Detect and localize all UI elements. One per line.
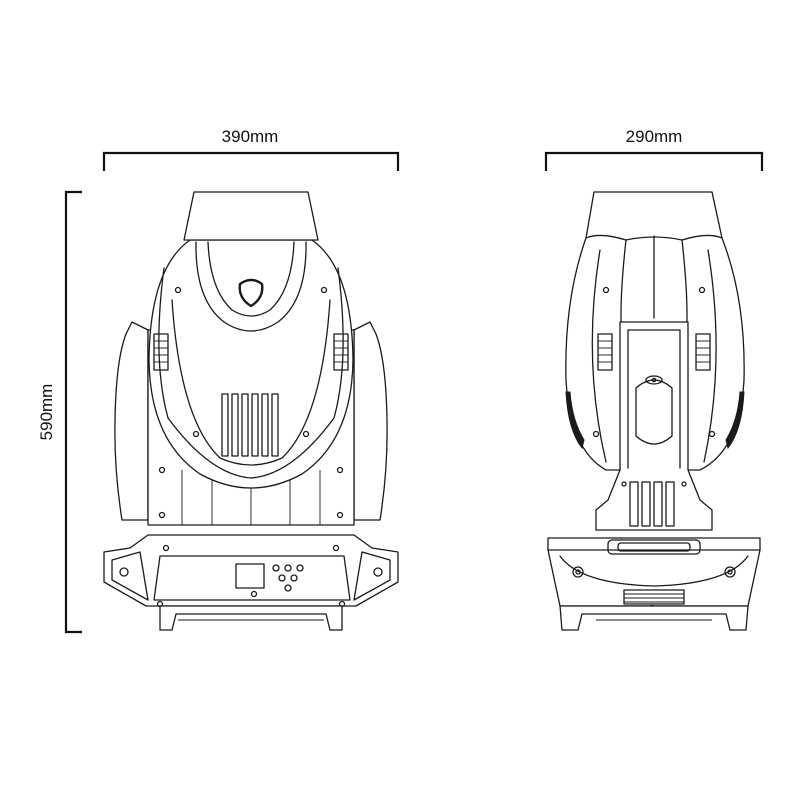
front-view xyxy=(103,191,399,631)
dimension-side-width: 290mm xyxy=(544,127,764,171)
side-view xyxy=(547,191,761,631)
control-display xyxy=(235,563,265,589)
front-side-vent-left xyxy=(153,333,169,371)
side-vent-left xyxy=(597,333,613,371)
front-width-label: 390mm xyxy=(222,127,279,146)
front-base xyxy=(103,534,399,631)
dimension-front-width: 390mm xyxy=(102,127,400,171)
control-buttons xyxy=(250,564,304,598)
dimension-height: 590mm xyxy=(37,190,82,634)
front-head xyxy=(148,191,354,489)
side-yoke-ribs xyxy=(629,481,675,527)
height-label: 590mm xyxy=(37,384,56,441)
front-side-vent-right xyxy=(333,333,349,371)
front-center-grille xyxy=(221,393,279,457)
side-yoke xyxy=(595,321,713,531)
side-base xyxy=(547,537,761,631)
side-vent-right xyxy=(695,333,711,371)
side-width-label: 290mm xyxy=(626,127,683,146)
side-base-grille xyxy=(623,589,685,605)
